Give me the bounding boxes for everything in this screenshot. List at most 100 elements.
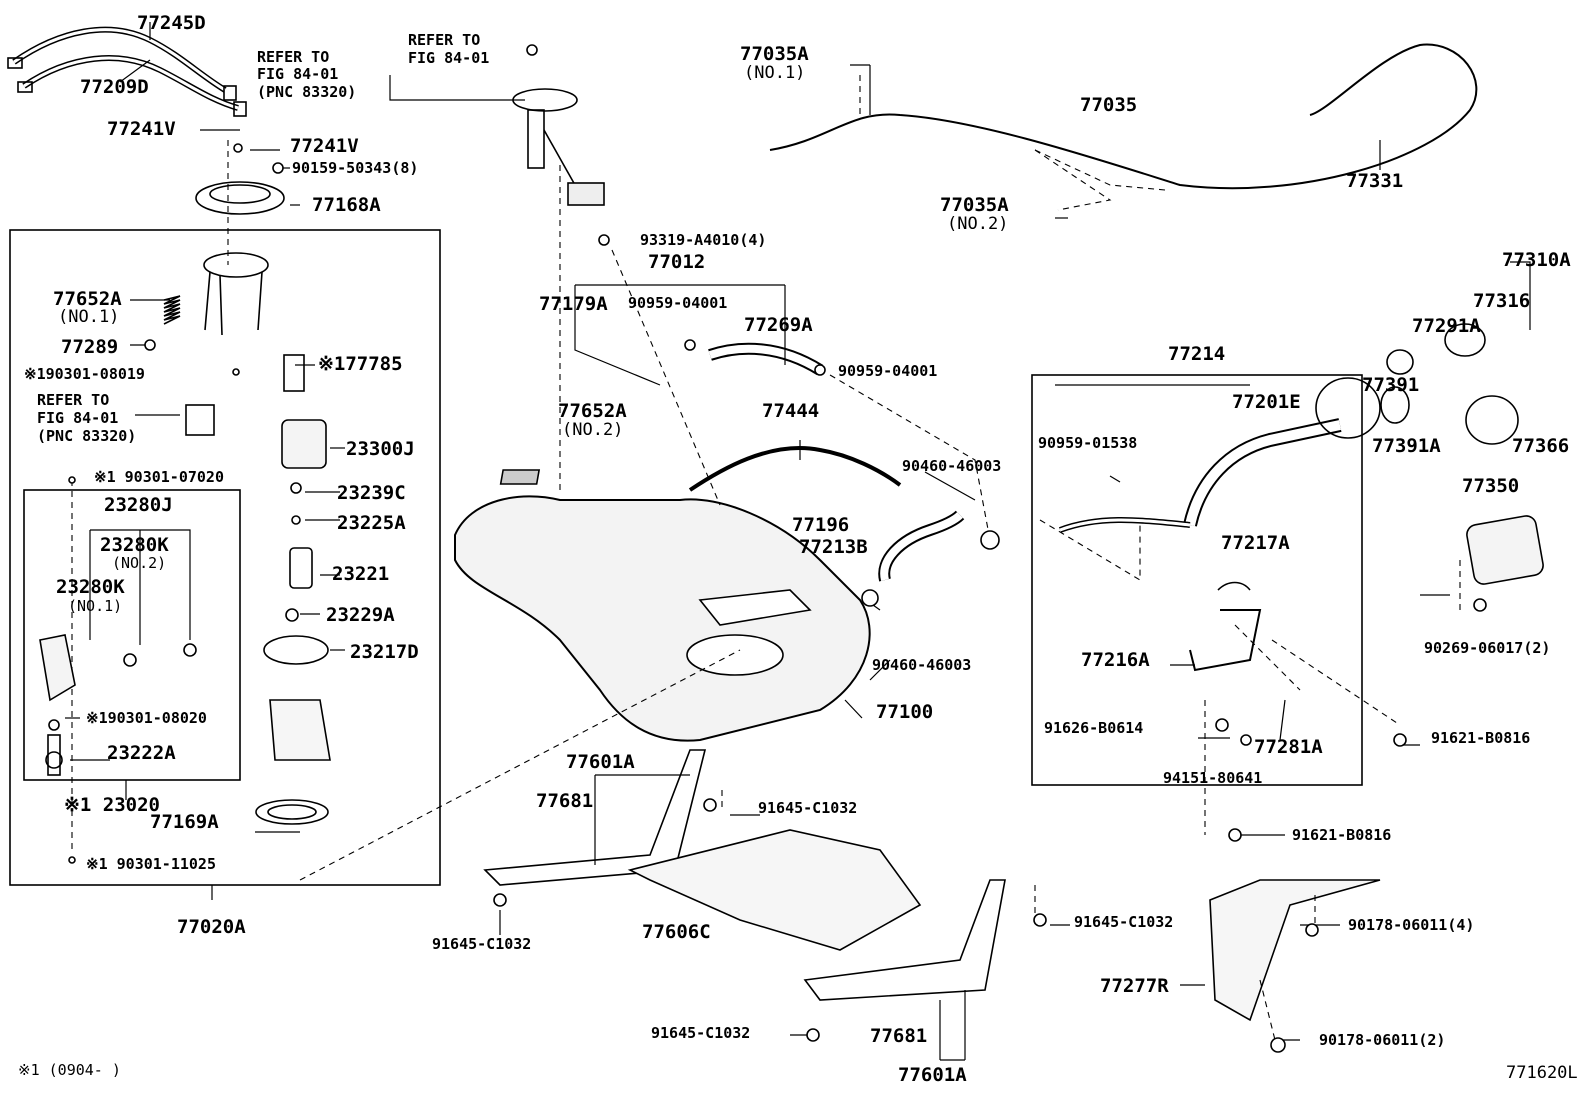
protector-77277R [1209, 879, 1381, 1022]
label-77350: 77350 [1462, 475, 1520, 497]
label-refer-3: REFER TO [37, 391, 110, 409]
label-no1-c: (NO.1) [68, 597, 123, 615]
figure-code: 771620L [1506, 1063, 1578, 1083]
label-90301-07020: ※1 90301-07020 [94, 468, 224, 486]
label-23300J: 23300J [346, 438, 415, 460]
label-refer-1b: FIG 84-01 [257, 65, 339, 83]
label-77201E: 77201E [1232, 391, 1301, 413]
label-91621-B0816-a: 91621-B0816 [1431, 729, 1531, 747]
retainer-ring [195, 181, 285, 215]
label-77020A: 77020A [177, 916, 246, 938]
label-90178-06011-2: 90178-06011(2) [1319, 1031, 1446, 1049]
label-177785: ※177785 [318, 353, 403, 375]
fuel-line-tubes [7, 26, 247, 117]
tank-band-77601A-right [803, 879, 1006, 1001]
label-93319-A4010: 93319-A4010(4) [640, 231, 767, 249]
label-77269A: 77269A [744, 314, 813, 336]
label-no2-c: (NO.2) [112, 554, 167, 572]
pump-assembly-frame [9, 229, 441, 886]
label-90959-01538: 90959-01538 [1038, 434, 1138, 452]
label-77179A: 77179A [539, 293, 608, 315]
fasteners [45, 44, 1487, 1053]
label-77606C: 77606C [642, 921, 711, 943]
label-77291A: 77291A [1412, 315, 1481, 337]
label-77213B: 77213B [799, 536, 868, 558]
label-23229A: 23229A [326, 604, 395, 626]
label-77216A: 77216A [1081, 649, 1150, 671]
label-77289: 77289 [61, 336, 119, 358]
label-refer-3c: (PNC 83320) [37, 427, 137, 445]
protector-77606C [627, 829, 922, 951]
label-77100: 77100 [876, 701, 934, 723]
label-refer-3b: FIG 84-01 [37, 409, 119, 427]
label-77281A: 77281A [1254, 736, 1323, 758]
label-77277R: 77277R [1100, 975, 1169, 997]
fuel-sender-unit [512, 88, 605, 206]
label-77217A: 77217A [1221, 532, 1290, 554]
label-91645-C1032-c: 91645-C1032 [1074, 913, 1174, 931]
label-77652A-no1: 77652A [53, 288, 122, 310]
label-91645-C1032-d: 91645-C1032 [651, 1024, 751, 1042]
label-77245D: 77245D [137, 12, 206, 34]
label-no1-b: (NO.1) [58, 307, 120, 327]
label-91621-B0816-b: 91621-B0816 [1292, 826, 1392, 844]
filler-pipe-frame [1031, 374, 1363, 786]
label-77601A-a: 77601A [566, 751, 635, 773]
label-90269-06017: 90269-06017(2) [1424, 639, 1551, 657]
label-77196: 77196 [792, 514, 850, 536]
label-90959-04001-b: 90959-04001 [838, 362, 938, 380]
label-90159-50343: 90159-50343(8) [292, 159, 419, 177]
sender-subassembly-frame [23, 489, 241, 781]
label-77214: 77214 [1168, 343, 1226, 365]
label-23217D: 23217D [350, 641, 419, 663]
label-23221: 23221 [332, 563, 390, 585]
label-77012: 77012 [648, 251, 706, 273]
label-77169A: 77169A [150, 811, 219, 833]
fuel-door-77350 [1466, 515, 1544, 585]
label-77366: 77366 [1512, 435, 1570, 457]
footnote-date-range: ※1 (0904- ) [18, 1061, 121, 1079]
label-77652A-no2: 77652A [558, 400, 627, 422]
fuel-filter-body [269, 699, 331, 761]
label-refer-1: REFER TO [257, 48, 330, 66]
label-91626-B0614: 91626-B0614 [1044, 719, 1144, 737]
label-77316: 77316 [1473, 290, 1531, 312]
tank-band-77601A-left [483, 749, 707, 886]
label-77681-a: 77681 [536, 790, 594, 812]
label-91645-C1032-a: 91645-C1032 [758, 799, 858, 817]
label-77209D: 77209D [80, 76, 149, 98]
fuel-tank [454, 495, 871, 742]
label-23239C: 23239C [337, 482, 406, 504]
label-90301-08020: ※190301-08020 [86, 709, 207, 727]
label-90959-04001-a: 90959-04001 [628, 294, 728, 312]
label-23020: ※1 23020 [64, 794, 160, 816]
label-94151-80641: 94151-80641 [1163, 769, 1263, 787]
label-23222A: 23222A [107, 742, 176, 764]
label-23225A: 23225A [337, 512, 406, 534]
seal-ring-77169A [255, 799, 329, 825]
label-77035A-no2: 77035A [940, 194, 1009, 216]
label-77310A: 77310A [1502, 249, 1571, 271]
label-90178-06011-4: 90178-06011(4) [1348, 916, 1475, 934]
label-77391: 77391 [1362, 374, 1420, 396]
label-23280K-no2: 23280K [100, 534, 169, 556]
label-77035: 77035 [1080, 94, 1138, 116]
label-refer-1c: (PNC 83320) [257, 83, 357, 101]
label-refer-2: REFER TO [408, 31, 481, 49]
label-90460-46003-b: 90460-46003 [872, 656, 972, 674]
label-no2-a: (NO.2) [947, 214, 1009, 234]
label-77035A-no1: 77035A [740, 43, 809, 65]
label-77331: 77331 [1346, 170, 1404, 192]
label-no1-a: (NO.1) [744, 63, 806, 83]
release-cable [769, 43, 1478, 190]
label-23280J: 23280J [104, 494, 173, 516]
fuel-pump-body [281, 419, 327, 469]
label-77241V-b: 77241V [290, 135, 359, 157]
label-77444: 77444 [762, 400, 820, 422]
label-no2-b: (NO.2) [562, 420, 624, 440]
dashed-guides [71, 75, 1461, 1041]
label-77601A-b: 77601A [898, 1064, 967, 1086]
label-77391A: 77391A [1372, 435, 1441, 457]
fuel-cap [1444, 323, 1486, 357]
